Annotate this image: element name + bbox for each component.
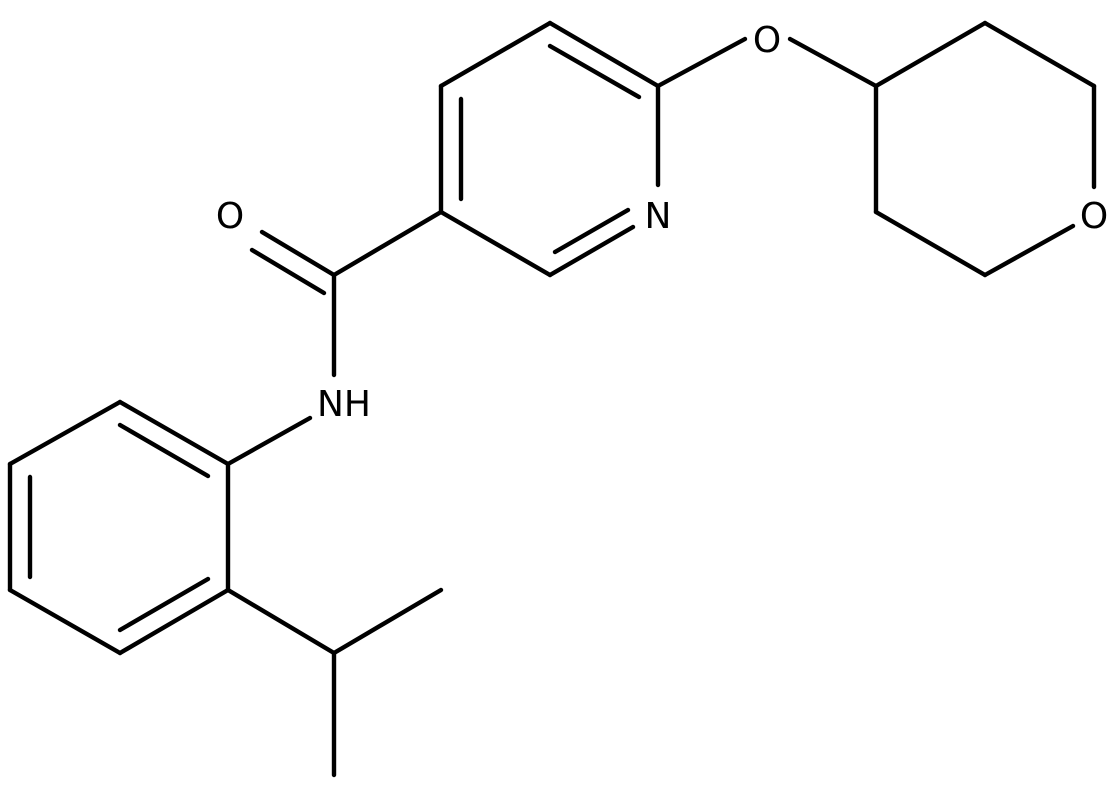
bond-pyridine-c2-c3 <box>438 20 553 89</box>
bond-pyridine-c6-c2 <box>547 20 661 89</box>
bond-pyran-c6-c5 <box>873 209 988 278</box>
atom-label-amide-nitrogen: NH <box>317 384 371 425</box>
bond-amide-n-phenyl <box>225 415 313 467</box>
bond-phenyl-c4-c5 <box>7 587 123 656</box>
bond-pyridine-c5-n <box>547 224 636 278</box>
atom-labels: O N O O NH <box>216 20 1108 425</box>
bond-phenyl-c5-c6-inner <box>117 576 211 633</box>
bond-carbonyl-c-o <box>259 229 337 278</box>
bond-c6-ether-oxygen <box>655 36 748 89</box>
bond-ether-oxygen-pyran-c4 <box>787 36 879 89</box>
bond-phenyl-c1-c2-inner <box>117 422 211 479</box>
bond-carbonyl-c-o-double <box>249 247 327 296</box>
bond-phenyl-c2-c3 <box>7 399 123 467</box>
bond-pyridine-c5-n-inner <box>552 207 631 255</box>
atom-label-pyridine-nitrogen: N <box>645 196 672 237</box>
bond-phenyl-c1-c2 <box>117 399 231 467</box>
bond-pyran-o-c6 <box>982 223 1076 278</box>
bond-pyridine-c4-carbonyl-c <box>331 209 444 278</box>
atom-label-pyran-oxygen: O <box>1080 196 1108 237</box>
bond-pyran-c4-c3 <box>873 20 988 89</box>
bonds <box>7 20 1097 778</box>
atom-label-ether-oxygen: O <box>753 20 781 61</box>
bond-phenyl-c5-c6 <box>117 587 231 656</box>
atom-label-carbonyl-oxygen: O <box>216 196 244 237</box>
bond-isopropyl-methyl-upper <box>331 587 444 656</box>
bond-pyridine-c4-c5 <box>438 209 553 278</box>
bond-pyran-c3-c2 <box>982 20 1097 89</box>
bond-phenyl-isopropyl-ch <box>225 587 337 656</box>
bond-pyridine-c6-c2-inner <box>547 43 642 100</box>
